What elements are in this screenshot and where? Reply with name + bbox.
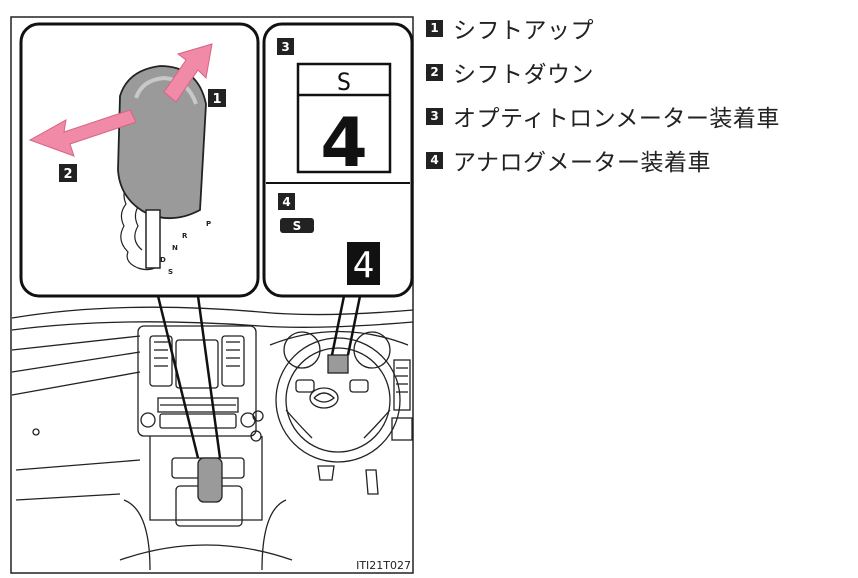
callout-badge-3 — [277, 38, 294, 55]
callout-badge-1 — [208, 89, 226, 107]
leader-line-meter-right — [346, 295, 362, 356]
leader-line-lever-right — [196, 295, 222, 459]
optitron-mode: S — [337, 68, 351, 96]
gear-label-r: R — [182, 232, 188, 240]
legend-number-badge: 1 — [426, 19, 443, 37]
legend-item: 4 アナログメーター装着車 — [426, 138, 780, 182]
leader-line-lever-left — [156, 295, 200, 459]
shift-up-arrow — [163, 43, 213, 103]
optitron-display — [296, 62, 392, 174]
legend-text: シフトダウン — [453, 62, 594, 88]
legend-number-badge: 4 — [426, 151, 443, 169]
figure-code: ITI21T027 — [356, 559, 411, 572]
legend-text: アナログメーター装着車 — [453, 150, 712, 176]
callout-number-3: 3 — [281, 40, 289, 54]
analog-gear-display — [347, 242, 380, 285]
gear-label-d: D — [160, 256, 166, 264]
analog-mode-text: S — [293, 219, 302, 233]
callout-number-2: 2 — [63, 167, 72, 182]
legend-item: 2 シフトダウン — [426, 50, 780, 94]
legend-item: 1 シフトアップ — [426, 6, 780, 50]
knob-highlight — [134, 75, 198, 105]
shift-shaft — [145, 209, 161, 269]
gear-label-p: P — [206, 220, 211, 228]
gear-label-n: N — [172, 244, 178, 252]
optitron-gear: 4 — [320, 104, 367, 183]
leader-line-meter-left — [330, 295, 346, 356]
legend-number-badge: 3 — [426, 107, 443, 125]
shift-knob — [117, 65, 207, 220]
analog-mode-indicator — [280, 218, 314, 233]
legend-text: オプティトロンメーター装着車 — [453, 106, 780, 132]
legend-text: シフトアップ — [453, 18, 594, 44]
callout-badge-2 — [59, 164, 77, 182]
callout-badge-4 — [278, 193, 295, 210]
analog-gear-text: 4 — [353, 245, 375, 286]
legend-item: 3 オプティトロンメーター装着車 — [426, 94, 780, 138]
callout-legend: 1 シフトアップ 2 シフトダウン 3 オプティトロンメーター装着車 4 アナロ… — [426, 6, 780, 182]
callout-number-4: 4 — [282, 195, 290, 209]
shift-down-arrow — [28, 109, 137, 157]
dashboard-drawing — [11, 306, 414, 571]
callout-number-1: 1 — [212, 92, 221, 107]
legend-number-badge: 2 — [426, 63, 443, 81]
gear-label-s: S — [168, 268, 173, 276]
